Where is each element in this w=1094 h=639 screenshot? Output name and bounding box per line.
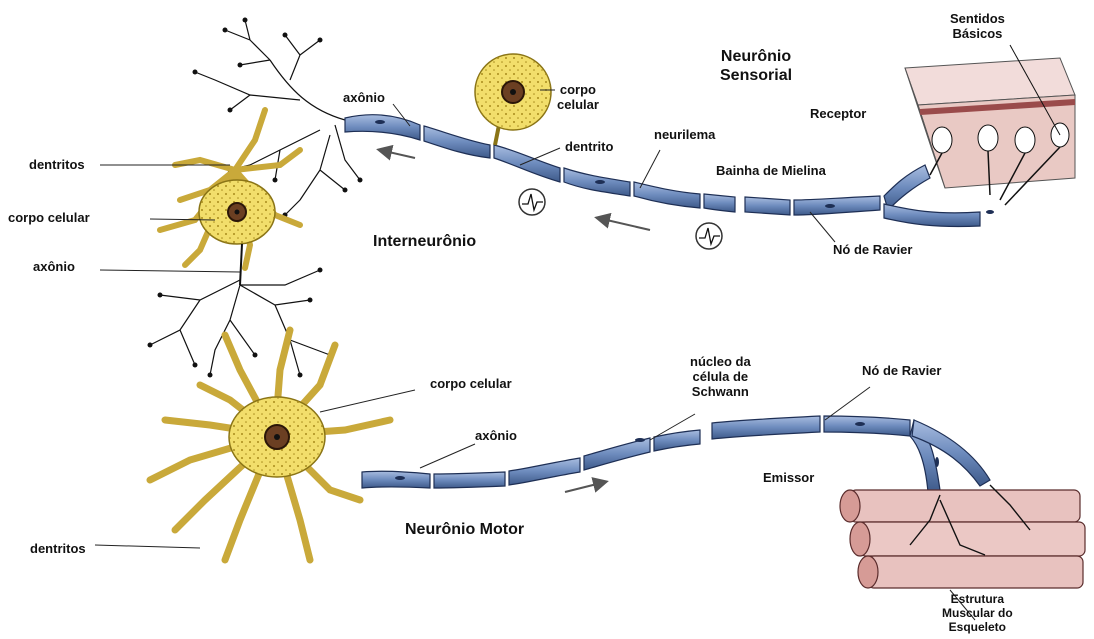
label-no-ravier-top: Nó de Ravier	[833, 242, 912, 257]
label-emissor: Emissor	[763, 470, 814, 485]
interneuron-soma	[160, 110, 300, 268]
label-corpo-celular-left: corpo celular	[8, 210, 90, 225]
motor-axon	[362, 416, 990, 492]
label-dentritos-left: dentritos	[29, 157, 85, 172]
label-no-ravier-bottom: Nó de Ravier	[862, 363, 941, 378]
label-dentritos-bottom: dentritos	[30, 541, 86, 556]
label-nucleo-schwann: núcleo da célula de Schwann	[690, 354, 751, 399]
label-neuronio-sensorial: Neurônio Sensorial	[720, 47, 792, 85]
label-neurilema: neurilema	[654, 127, 715, 142]
label-corpo-celular-motor: corpo celular	[430, 376, 512, 391]
interneuron-terminal-branches	[150, 270, 330, 375]
interneuron-axon-line	[240, 244, 242, 285]
sensory-soma	[475, 54, 551, 145]
label-neuronio-motor: Neurônio Motor	[405, 520, 524, 539]
label-sentidos-basicos: Sentidos Básicos	[950, 11, 1005, 41]
label-receptor: Receptor	[810, 106, 866, 121]
label-axonio-top: axônio	[343, 90, 385, 105]
label-axonio-motor: axônio	[475, 428, 517, 443]
impulse-wave-icon	[696, 223, 722, 249]
label-dentrito: dentrito	[565, 139, 613, 154]
label-corpo-celular-top: corpo celular	[557, 82, 599, 112]
label-interneuronio: Interneurônio	[373, 232, 476, 251]
skeletal-muscle	[840, 485, 1085, 588]
motor-soma	[150, 330, 390, 560]
label-axonio-left: axônio	[33, 259, 75, 274]
label-estrutura-muscular: Estrutura Muscular do Esqueleto	[942, 592, 1013, 634]
skin-receptor-block	[905, 45, 1075, 205]
impulse-wave-icon	[519, 189, 545, 215]
label-bainha-mielina: Bainha de Mielina	[716, 163, 826, 178]
